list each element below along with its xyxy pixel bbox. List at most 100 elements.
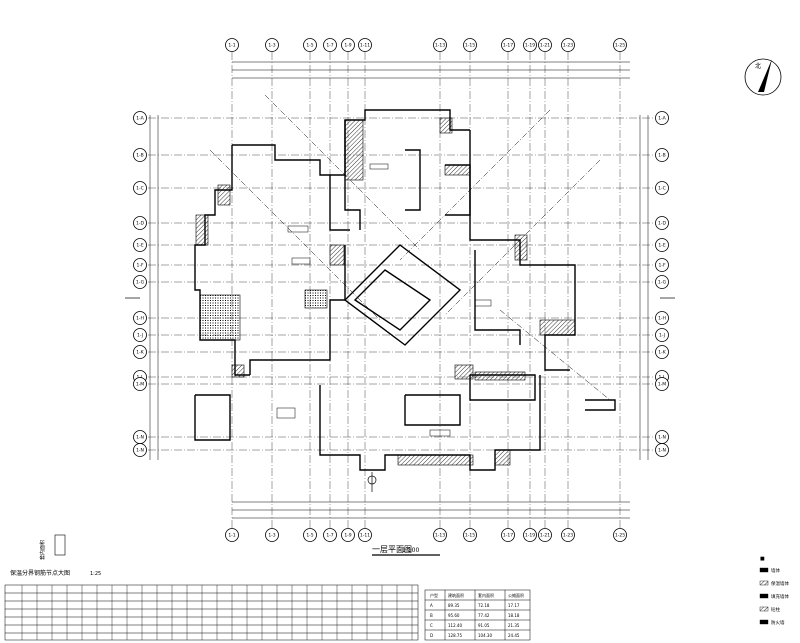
axis-bubble-top-label: 1-9 xyxy=(344,43,351,49)
axis-bubble-bottom-label: 1-25 xyxy=(615,533,625,539)
legend-item-label: 墙体 xyxy=(771,567,780,574)
axis-bubble-left-label: 1-H xyxy=(136,316,144,322)
axis-bubble-bottom: 1-11 xyxy=(358,528,372,542)
axis-bubble-bottom: 1-23 xyxy=(561,528,575,542)
dimension-lines xyxy=(149,61,649,519)
axis-bubble-top-label: 1-1 xyxy=(228,43,235,49)
axis-bubble-right: 1-G xyxy=(655,275,669,289)
axis-bubble-left: 1-B xyxy=(133,148,147,162)
axis-bubble-bottom: 1-9 xyxy=(341,528,355,542)
axis-bubble-right: 1-E xyxy=(655,238,669,252)
area-table-header: 建筑面积 xyxy=(448,592,464,598)
axis-bubble-bottom-label: 1-13 xyxy=(435,533,445,539)
axis-bubble-right: 1-H xyxy=(655,311,669,325)
axis-bubble-right: 1-F xyxy=(655,258,669,272)
schedule-columns xyxy=(21,585,413,640)
axis-bubble-left-label: 1-M xyxy=(136,382,144,388)
axis-bubble-right-label: 1-N xyxy=(658,448,666,454)
axis-bubble-top-label: 1-13 xyxy=(435,43,445,49)
axis-bubble-bottom-label: 1-3 xyxy=(268,533,275,539)
axis-bubble-top-label: 1-25 xyxy=(615,43,625,49)
axis-bubble-top-label: 1-5 xyxy=(306,43,313,49)
area-table-cell: 17.17 xyxy=(508,603,520,608)
axis-bubble-right: 1-N xyxy=(655,443,669,457)
axis-bubble-bottom-label: 1-15 xyxy=(465,533,475,539)
area-table-cell: B xyxy=(430,613,433,618)
axis-bubble-left-label: 1-N xyxy=(136,448,144,454)
area-table-cell: 72.18 xyxy=(478,603,490,608)
axis-bubble-right-label: 1-E xyxy=(658,243,665,249)
axis-bubble-top-label: 1-21 xyxy=(540,43,550,49)
legend-swatch xyxy=(759,619,769,625)
area-table-cell: 18.18 xyxy=(508,613,520,618)
axis-bubble-bottom: 1-5 xyxy=(303,528,317,542)
area-table-header: 户型 xyxy=(430,592,438,598)
legend-swatch xyxy=(759,567,769,573)
axis-bubble-bottom: 1-1 xyxy=(225,528,239,542)
axis-bubble-right: 1-K xyxy=(655,345,669,359)
axis-bubbles: 1-1 1-1 1-3 1-3 1-5 1-5 1-7 1-7 1-9 1-9 1-11 1-11 1-… xyxy=(133,38,669,542)
area-table xyxy=(424,589,531,641)
axis-bubble-left-label: 1-B xyxy=(136,153,143,159)
axis-bubble-top: 1-1 xyxy=(225,38,239,52)
room-tags xyxy=(276,163,492,437)
axis-bubble-top-label: 1-3 xyxy=(268,43,275,49)
section-marker xyxy=(125,297,675,492)
axis-bubble-right-label: 1-K xyxy=(658,350,666,356)
axis-bubble-left: 1-A xyxy=(133,111,147,125)
axis-bubble-left: 1-G xyxy=(133,275,147,289)
area-table-header: 公摊面积 xyxy=(508,592,524,598)
axis-bubble-left-label: 1-N xyxy=(136,435,144,441)
axis-bubble-right-label: 1-H xyxy=(658,316,666,322)
axis-bubble-top-label: 1-17 xyxy=(503,43,513,49)
axis-bubble-right-label: 1-N xyxy=(658,435,666,441)
schedule-table xyxy=(4,584,419,641)
axis-bubble-right-label: 1-G xyxy=(658,280,667,286)
axis-bubble-bottom-label: 1-11 xyxy=(360,533,370,539)
axis-bubble-bottom-label: 1-1 xyxy=(228,533,235,539)
axis-bubble-left-label: 1-K xyxy=(136,350,144,356)
area-table-cell: A xyxy=(430,603,433,608)
axis-bubble-bottom-label: 1-9 xyxy=(344,533,351,539)
axis-bubble-right: 1-A xyxy=(655,111,669,125)
area-table-header: 套内面积 xyxy=(478,592,494,598)
axis-bubble-bottom: 1-15 xyxy=(463,528,477,542)
axis-bubble-right: 1-M xyxy=(655,377,669,391)
axis-bubble-left-label: 1-J xyxy=(137,333,143,339)
axis-bubble-bottom-label: 1-19 xyxy=(525,533,535,539)
axis-bubble-left-label: 1-G xyxy=(136,280,145,286)
axis-bubble-left: 1-C xyxy=(133,181,147,195)
axis-bubble-left: 1-K xyxy=(133,345,147,359)
axis-bubble-top: 1-19 xyxy=(523,38,537,52)
axis-bubble-bottom: 1-21 xyxy=(538,528,552,542)
axis-bubble-top: 1-11 xyxy=(358,38,372,52)
axis-bubble-right-label: 1-C xyxy=(658,186,666,192)
axis-bubble-top: 1-17 xyxy=(501,38,515,52)
area-table-cell: 24.45 xyxy=(508,633,520,638)
axis-bubble-top: 1-5 xyxy=(303,38,317,52)
axis-bubble-top-label: 1-7 xyxy=(326,43,333,49)
axis-bubble-bottom: 1-7 xyxy=(323,528,337,542)
axis-bubble-right: 1-J xyxy=(655,328,669,342)
plan-scale: 1:100 xyxy=(402,547,419,554)
hatched-walls xyxy=(195,117,576,466)
axis-bubble-top: 1-13 xyxy=(433,38,447,52)
legend-item-label: 保温墙体 xyxy=(771,580,789,587)
axis-bubble-top: 1-15 xyxy=(463,38,477,52)
axis-bubble-right-label: 1-F xyxy=(658,263,665,269)
area-table-cell: 104.30 xyxy=(478,633,492,638)
axis-bubble-bottom: 1-13 xyxy=(433,528,447,542)
area-table-cell: 21.35 xyxy=(508,623,520,628)
axis-bubble-top: 1-25 xyxy=(613,38,627,52)
axis-bubble-left: 1-J xyxy=(133,328,147,342)
axis-bubble-left-label: 1-C xyxy=(136,186,144,192)
axis-bubble-left-label: 1-A xyxy=(136,116,144,122)
axis-bubble-left: 1-D xyxy=(133,216,147,230)
axis-bubble-bottom-label: 1-23 xyxy=(563,533,573,539)
axis-bubble-left: 1-N xyxy=(133,443,147,457)
legend-swatch xyxy=(759,606,769,612)
area-table-cell: 128.75 xyxy=(448,633,462,638)
axis-bubble-bottom: 1-19 xyxy=(523,528,537,542)
